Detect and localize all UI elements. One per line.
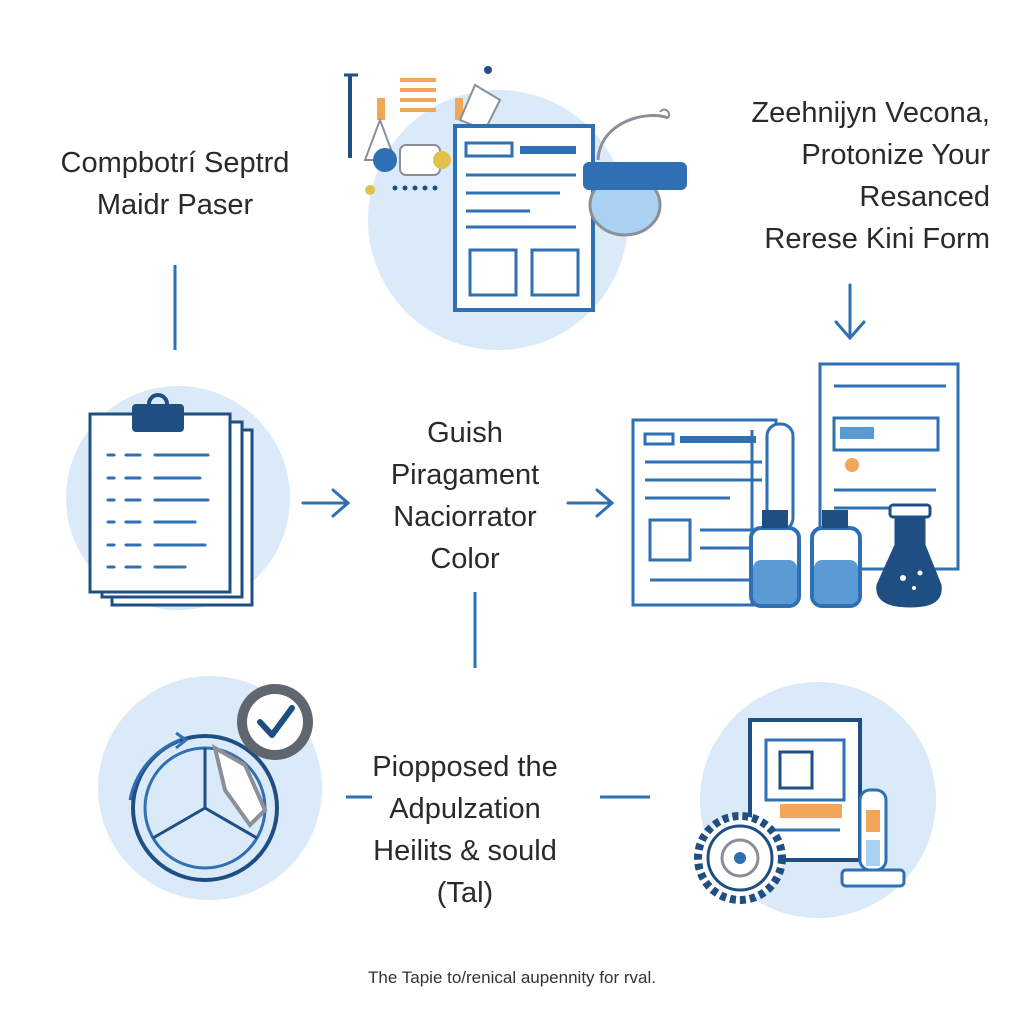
- label-line: Piragament: [390, 459, 540, 491]
- label-line: Resanced: [859, 181, 990, 213]
- label-line: Compbotrí Septrd: [60, 147, 290, 179]
- label-line: (Tal): [436, 877, 494, 909]
- label-line: Heilits & sould: [373, 835, 557, 867]
- caption: The Tapie to/renical aupennity for rval.: [368, 968, 656, 987]
- label-middle: Guish Piragament Naciorrator Color: [360, 412, 570, 580]
- label-line: Piopposed the: [372, 751, 558, 783]
- lab-equipment-icon: [344, 66, 502, 195]
- test-tube-icon: [840, 788, 906, 888]
- vr-headset-icon: [583, 108, 687, 237]
- arrow-right-icon: [566, 488, 615, 518]
- cycle-check-icon: [128, 684, 313, 882]
- document-icon: [453, 124, 595, 312]
- label-line: Zeehnijyn Vecona,: [751, 97, 990, 129]
- label-top-right: Zeehnijyn Vecona, Protonize Your Resance…: [700, 92, 990, 260]
- label-top-left: Compbotrí Septrd Maidr Paser: [40, 142, 310, 226]
- label-line: Protonize Your: [801, 139, 990, 171]
- arrow-right-icon: [301, 488, 351, 518]
- report-with-flasks-icon: [631, 362, 960, 608]
- label-line: Color: [430, 543, 500, 575]
- label-bottom: Piopposed the Adpulzation Heilits & soul…: [345, 746, 585, 914]
- label-line: Adpulzation: [389, 793, 541, 825]
- clipboard-icon: [88, 393, 254, 607]
- label-line: Rerese Kini Form: [764, 223, 990, 255]
- label-line: Maidr Paser: [96, 189, 254, 221]
- gear-icon: [694, 812, 786, 904]
- label-line: Naciorrator: [393, 501, 537, 533]
- label-line: Guish: [427, 417, 503, 449]
- arrow-down-icon: [834, 283, 866, 341]
